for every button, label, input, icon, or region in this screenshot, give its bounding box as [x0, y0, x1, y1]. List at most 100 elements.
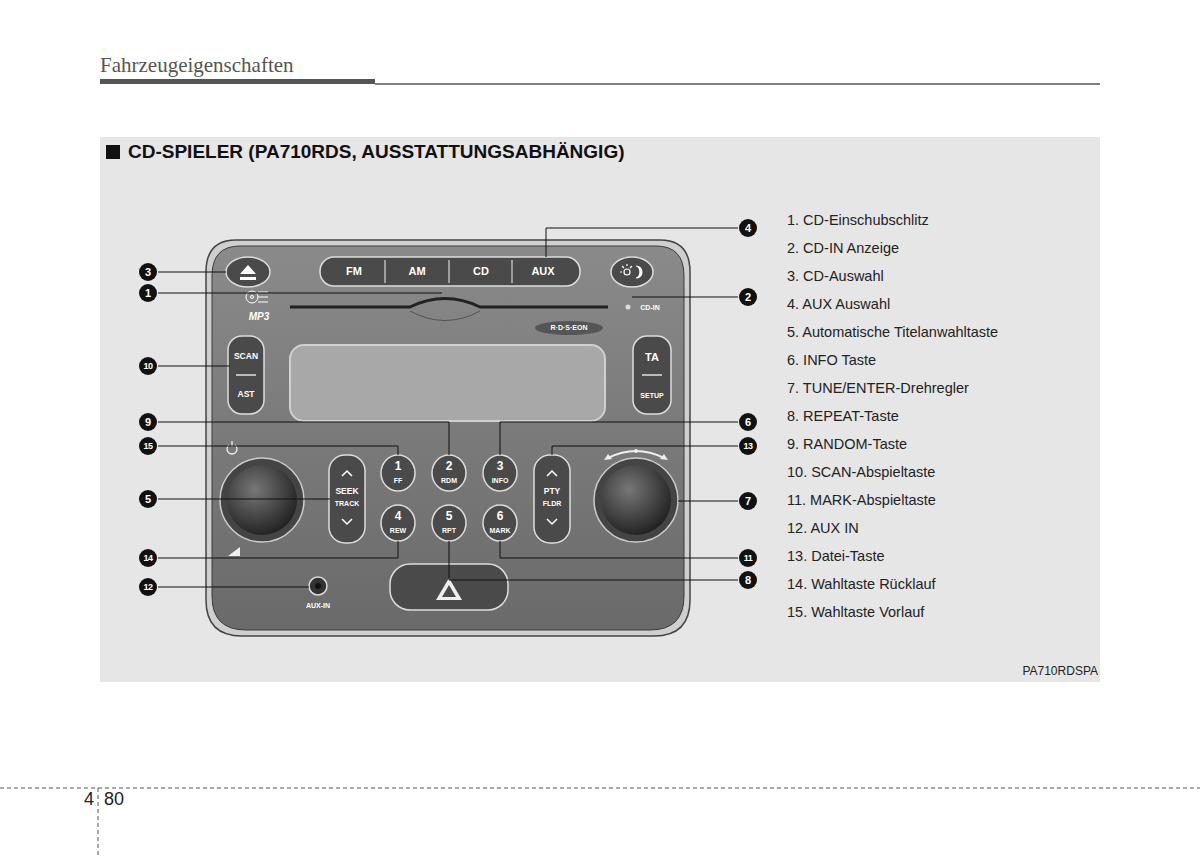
callout-number: 4 [739, 219, 757, 237]
legend-item: 2. CD-IN Anzeige [787, 241, 899, 257]
button-text: SEEK [335, 487, 358, 496]
legend-item: 9. RANDOM-Taste [787, 437, 907, 453]
cd-slot-recess [410, 311, 480, 321]
button-text: INFO [492, 477, 509, 485]
button-text: SETUP [640, 392, 663, 400]
button-text: AM [408, 265, 425, 277]
button-number: 1 [395, 460, 402, 473]
legend-item: 6. INFO Taste [787, 353, 876, 369]
callout-number: 7 [739, 492, 757, 510]
callout-number: 15 [139, 437, 157, 455]
logo-text: MP3 [249, 311, 270, 322]
chapter-number: 4 [84, 790, 94, 810]
ta-setup-button [633, 336, 671, 414]
button-divider [236, 374, 256, 376]
callout-number: 3 [139, 263, 157, 281]
tune-enter-knob [601, 465, 671, 535]
callout-number: 8 [739, 571, 757, 589]
button-number: 5 [446, 510, 453, 523]
legend-item: 12. AUX IN [787, 521, 859, 537]
header-rule [375, 83, 1100, 85]
pty-fldr-rocker [534, 455, 570, 543]
button-number: 6 [497, 510, 504, 523]
panel [100, 137, 1100, 682]
button-text: SCAN [234, 352, 258, 361]
button-text: FF [394, 477, 403, 485]
power-volume-knob [227, 465, 297, 535]
mode-dividers [385, 260, 512, 283]
button-text: PTY [544, 487, 561, 496]
dimmer-button [611, 257, 653, 287]
button-text: TA [645, 351, 659, 363]
radio-housing [206, 240, 690, 636]
button-text: REW [390, 527, 406, 535]
dimmer-symbol [620, 264, 642, 278]
rds-badge [535, 321, 603, 335]
radio-face [212, 246, 684, 630]
knob-ring [220, 458, 304, 542]
eject-symbol [240, 265, 256, 280]
knob-ring [594, 458, 678, 542]
legend-item: 14. Wahltaste Rücklauf [787, 577, 936, 593]
callout-number: 13 [739, 437, 757, 455]
tune-dot [634, 449, 638, 453]
section-title: CD-SPIELER (PA710RDS, AUSSTATTUNGSABHÄNG… [128, 141, 625, 163]
callout-number: 14 [139, 549, 157, 567]
button-text: CD [473, 265, 489, 277]
aux-jack-hole [315, 583, 321, 589]
power-symbol [227, 441, 237, 454]
button-text: RDM [441, 477, 457, 485]
footer-divider [98, 788, 99, 858]
aux-jack [309, 577, 327, 595]
callout-number: 11 [739, 549, 757, 567]
button-text: AST [238, 390, 255, 399]
legend-item: 3. CD-Auswahl [787, 269, 884, 285]
legend-item: 10. SCAN-Abspieltaste [787, 465, 935, 481]
title-square [106, 145, 120, 159]
legend-item: 5. Automatische Titelanwahltaste [787, 325, 998, 341]
cd-slot [290, 299, 608, 308]
display [290, 345, 605, 421]
rocker-chevrons [342, 471, 557, 524]
volume-wedge [228, 547, 240, 556]
cd-in-led [626, 305, 631, 310]
mode-button-bar [320, 257, 580, 286]
hazard-symbol [436, 578, 462, 600]
scan-ast-button [228, 336, 264, 414]
callout-number: 1 [139, 284, 157, 302]
legend-item: 4. AUX Auswahl [787, 297, 890, 313]
legend-item: 13. Datei-Taste [787, 549, 885, 565]
legend-item: 7. TUNE/ENTER-Drehregler [787, 381, 969, 397]
callout-number: 5 [139, 490, 157, 508]
seek-track-rocker [329, 455, 365, 543]
legend-item: 8. REPEAT-Taste [787, 409, 899, 425]
button-text: AUX [531, 265, 554, 277]
button-number: 4 [395, 510, 402, 523]
page-number: 80 [104, 790, 124, 810]
tune-arrows [604, 454, 668, 460]
callout-number: 9 [139, 413, 157, 431]
callout-number: 12 [139, 578, 157, 596]
button-text: TRACK [335, 500, 360, 508]
eject-button [226, 257, 270, 287]
button-text: FM [346, 265, 362, 277]
button-text: FLDR [543, 500, 562, 508]
callout-number: 2 [739, 288, 757, 306]
legend-item: 15. Wahltaste Vorlauf [787, 605, 924, 621]
callout-number: 6 [739, 413, 757, 431]
figure-code: PA710RDSPA [1022, 665, 1098, 678]
footer-rule [0, 788, 1200, 789]
legend-item: 11. MARK-Abspieltaste [787, 493, 936, 509]
header-bar [100, 79, 375, 84]
button-divider [642, 374, 662, 376]
button-text: RPT [442, 527, 456, 535]
preset-buttons [381, 455, 517, 541]
indicator-text: CD-IN [640, 304, 659, 312]
callout-number: 10 [139, 357, 157, 375]
logo-text: R·D·S·EON [551, 324, 588, 332]
legend-item: 1. CD-Einschubschlitz [787, 213, 929, 229]
button-number: 3 [497, 460, 504, 473]
button-text: MARK [490, 527, 511, 535]
button-number: 2 [446, 460, 453, 473]
